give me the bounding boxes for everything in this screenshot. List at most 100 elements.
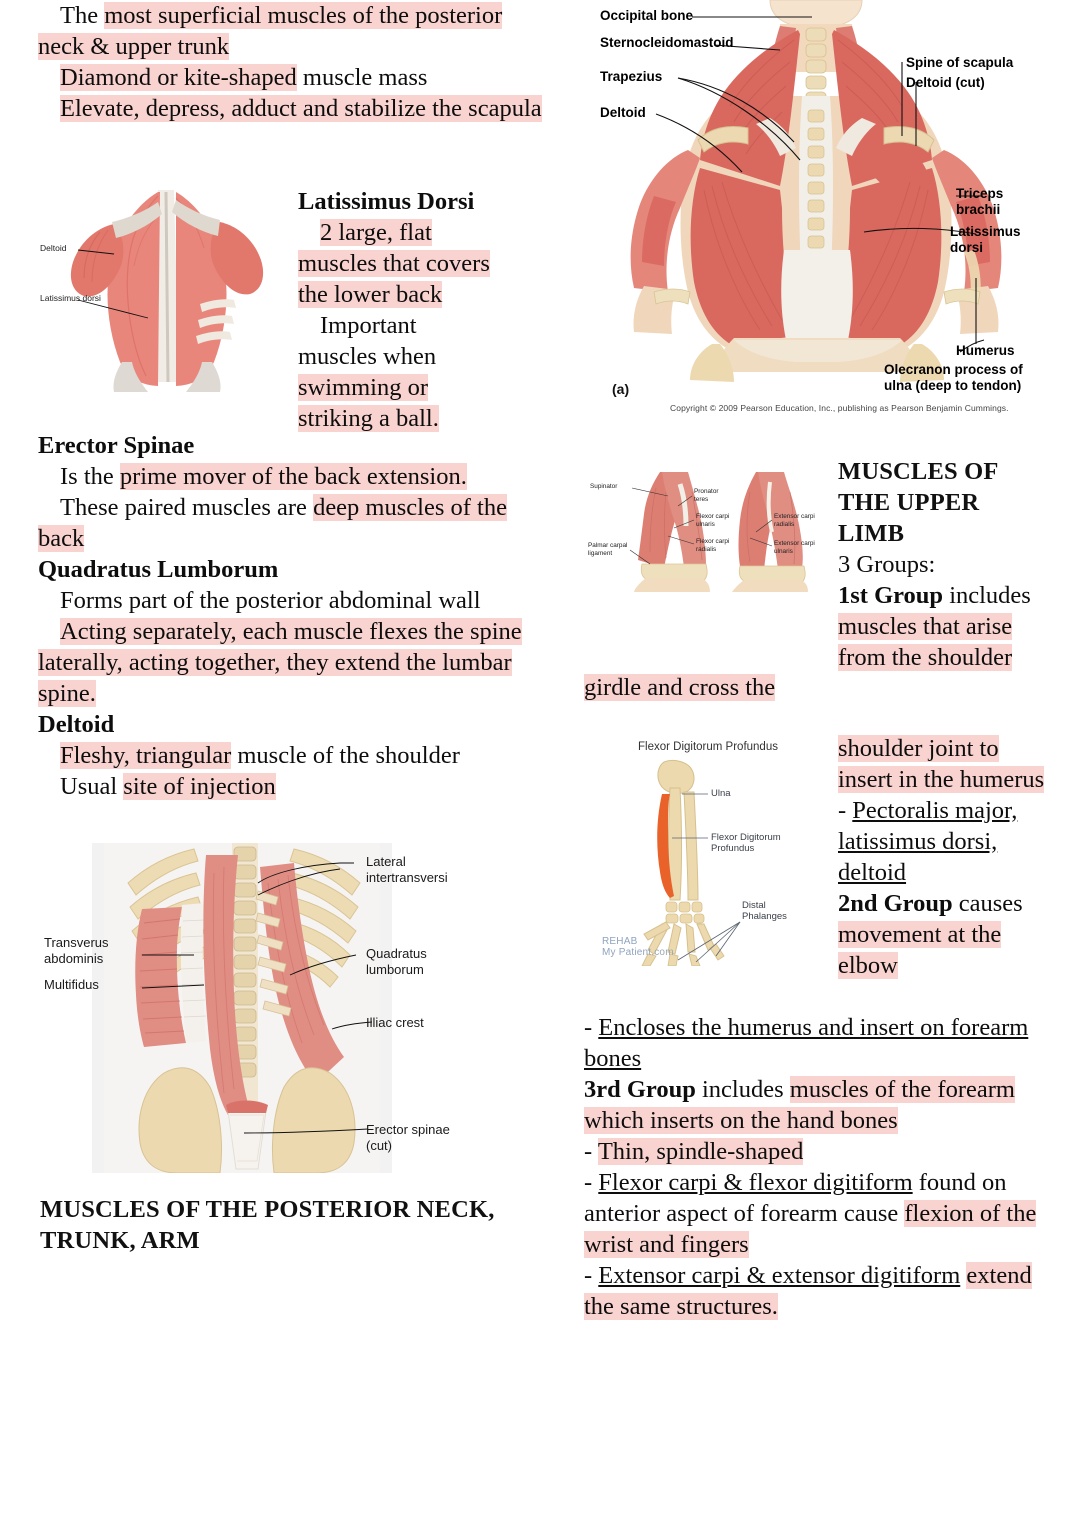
highlighted-text: Acting separately, each muscle flexes th… (60, 618, 522, 645)
label-triceps-brachii: Triceps brachii (956, 186, 1004, 217)
plain-text: Usual (60, 773, 124, 800)
note-line: Elevate, depress, adduct and stabilize t… (38, 93, 550, 124)
plain-text: Is the (60, 463, 120, 490)
label-pronator-teres: Pronator teres (694, 488, 719, 503)
note-line: girdle and cross the (584, 672, 1050, 703)
label-palmar-carpal-ligament: Palmar carpal ligament (588, 542, 628, 557)
group1-continuation: shoulder joint to insert in the humerus-… (838, 733, 1050, 888)
plain-text: Forms part of the posterior abdominal wa… (60, 587, 481, 614)
quadratus-lumborum-notes: Forms part of the posterior abdominal wa… (38, 585, 550, 709)
label-lateral-intertransversi: Lateral intertransversi (366, 854, 448, 885)
group3-text: 3rd Group includes muscles of the forear… (584, 1074, 1050, 1322)
label-latissimus-dorsi-large: Latissimus dorsi (950, 224, 1021, 255)
label-trapezius: Trapezius (600, 69, 663, 84)
plain-text: includes (943, 582, 1031, 609)
quadratus-lumborum-title: Quadratus Lumborum (38, 556, 279, 583)
highlighted-text: Diamond or kite-shaped (60, 64, 297, 91)
erector-spinae-title: Erector Spinae (38, 432, 195, 459)
note-line: The most superficial muscles of the post… (38, 0, 550, 62)
underlined-text: Pectoralis major, latissimus dorsi, delt… (838, 797, 1018, 886)
figure-forearm-muscles: Supinator Pronator teres Flexor carpi ul… (588, 472, 836, 592)
torso-illustration (70, 190, 264, 392)
highlighted-text: swimming or striking a ball. (298, 374, 439, 432)
deep-back-illustration (44, 843, 484, 1173)
girdle-line-block: girdle and cross the (584, 672, 1050, 703)
note-line: Important muscles when swimming or strik… (298, 310, 498, 434)
section-heading-posterior: MUSCLES OF THE POSTERIOR NECK, TRUNK, AR… (40, 1194, 540, 1256)
upper-limb-heading-block: MUSCLES OF THE UPPER LIMB 3 Groups: 1st … (838, 456, 1050, 673)
label-deltoid-cut: Deltoid (cut) (906, 75, 985, 90)
label-quadratus-lumborum: Quadratus lumborum (366, 946, 427, 977)
group2-text-wide: - Encloses the humerus and insert on for… (584, 1012, 1050, 1074)
deltoid-notes: Fleshy, triangular muscle of the shoulde… (38, 740, 550, 802)
label-deltoid: Deltoid (40, 243, 67, 253)
figure-superficial-back-torso: Deltoid Latissimus dorsi (40, 186, 288, 398)
upper-limb-title: MUSCLES OF THE UPPER LIMB (838, 458, 998, 547)
label-multifidus: Multifidus (44, 977, 99, 992)
note-line: - Pectoralis major, latissimus dorsi, de… (838, 795, 1050, 888)
plain-text: includes (695, 1076, 790, 1103)
label-illiac-crest: Illiac crest (366, 1015, 424, 1030)
highlighted-text: laterally, acting together, they extend … (38, 649, 512, 707)
underlined-text: Extensor carpi & extensor digitiform (598, 1262, 961, 1289)
copyright-notice: Copyright © 2009 Pearson Education, Inc.… (670, 403, 1009, 413)
highlighted-text: prime mover of the back extension. (119, 463, 467, 490)
note-line: 2 large, flat muscles that covers the lo… (298, 217, 498, 310)
group1-text: 1st Group includes muscles that arise fr… (838, 580, 1050, 673)
forearm-illustration (588, 472, 836, 592)
label-olecranon-process: Olecranon process of ulna (deep to tendo… (884, 362, 1023, 393)
note-line: Is the prime mover of the back extension… (38, 461, 550, 492)
group2-text-narrow: 2nd Group causes movement at the elbow (838, 888, 1050, 981)
note-line: - Flexor carpi & flexor digitiform found… (584, 1167, 1050, 1260)
fdp-figure-title: Flexor Digitorum Profundus (638, 741, 778, 753)
underlined-text: Encloses the humerus and insert on forea… (584, 1014, 1029, 1072)
latissimus-text-block: Latissimus Dorsi 2 large, flat muscles t… (298, 186, 498, 434)
label-extensor-carpi-ulnaris: Extensor carpi ulnaris (774, 540, 815, 555)
label-distal-phalanges: Distal Phalanges (742, 900, 787, 922)
girdle-line: girdle and cross the (584, 672, 1050, 703)
latissimus-notes: 2 large, flat muscles that covers the lo… (298, 217, 498, 434)
panel-letter-a: (a) (612, 381, 629, 397)
latissimus-title: Latissimus Dorsi (298, 188, 475, 215)
note-line: - Extensor carpi & extensor digitiform e… (584, 1260, 1050, 1322)
highlighted-text: girdle and cross the (584, 674, 776, 701)
plain-text: - (584, 1262, 599, 1289)
rehab-watermark: REHAB My Patient.com (602, 936, 674, 958)
plain-text: Important muscles when (298, 312, 437, 370)
plain-text: - (584, 1138, 598, 1165)
label-deltoid-large: Deltoid (600, 105, 646, 120)
note-line: shoulder joint to insert in the humerus (838, 733, 1050, 795)
deltoid-title: Deltoid (38, 711, 115, 738)
note-line: Forms part of the posterior abdominal wa… (38, 585, 550, 616)
label-extensor-carpi-radialis: Extensor carpi radialis (774, 513, 815, 528)
posterior-back-illustration: (a) (584, 0, 1050, 400)
group1-continuation-block: shoulder joint to insert in the humerus-… (838, 733, 1050, 981)
bold-text: 2nd Group (838, 890, 953, 917)
page-title: MUSCLES OF THE POSTERIOR NECK, TRUNK, AR… (40, 1196, 495, 1254)
highlighted-text: shoulder joint to insert in the humerus (838, 735, 1045, 793)
highlighted-text: 2 large, flat muscles that covers the lo… (298, 219, 490, 308)
note-line: These paired muscles are deep muscles of… (38, 492, 550, 554)
groups-intro: 3 Groups: (838, 551, 936, 578)
plain-text: muscle of the shoulder (231, 742, 460, 769)
left-text-column: The most superficial muscles of the post… (38, 0, 550, 124)
highlighted-text: Thin, spindle-shaped (597, 1138, 804, 1165)
label-humerus: Humerus (956, 343, 1015, 358)
highlighted-text: most superficial muscles of the posterio… (38, 2, 503, 60)
erector-spinae-notes: Is the prime mover of the back extension… (38, 461, 550, 554)
highlighted-text: muscles that arise from the shoulder (838, 613, 1013, 671)
fdp-illustration (600, 738, 826, 966)
plain-text: The (60, 2, 105, 29)
lower-right-text: - Encloses the humerus and insert on for… (584, 1012, 1050, 1322)
plain-text: - (584, 1014, 599, 1041)
posterior-trunk-text: Erector Spinae Is the prime mover of the… (38, 430, 550, 802)
plain-text: - (584, 1169, 599, 1196)
plain-text: causes (952, 890, 1023, 917)
label-ulna: Ulna (711, 788, 731, 799)
note-line: 2nd Group causes movement at the elbow (838, 888, 1050, 981)
note-line: 1st Group includes muscles that arise fr… (838, 580, 1050, 673)
plain-text: - (838, 797, 853, 824)
label-transversus-abdominis: Transverus abdominis (44, 935, 109, 966)
label-flexor-carpi-radialis: Flexor carpi radialis (696, 538, 730, 553)
note-line: Acting separately, each muscle flexes th… (38, 616, 550, 647)
